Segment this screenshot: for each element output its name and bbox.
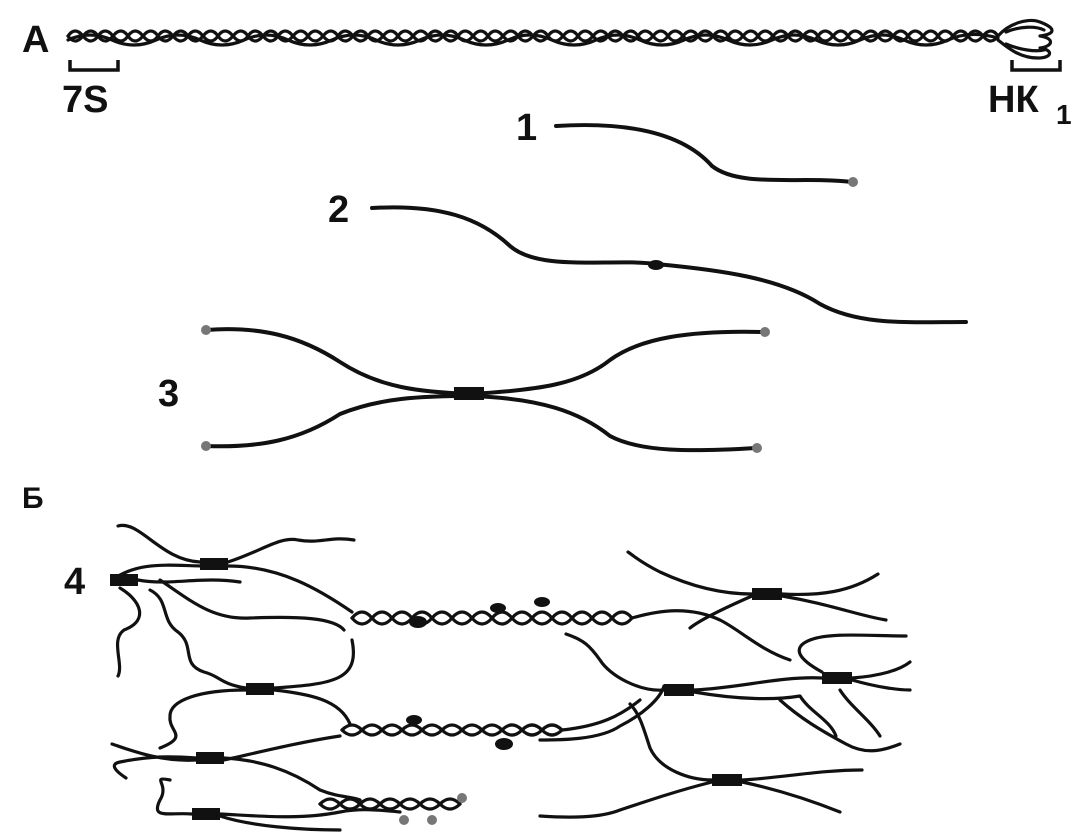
- form-2-dimer: 2: [328, 189, 966, 322]
- form-4-label: 4: [64, 561, 85, 603]
- nc1-dimer-cable: [342, 700, 640, 750]
- 7s-junction-block: [712, 774, 742, 786]
- network-chain: [782, 596, 886, 620]
- form-1-label: 1: [516, 107, 537, 149]
- network-chain: [160, 690, 246, 748]
- network-chain: [224, 758, 360, 800]
- 7s-domain-label: 7S: [62, 79, 108, 121]
- network-chain: [160, 580, 344, 630]
- tetramer-end-dot: [201, 441, 211, 451]
- network-chain: [799, 635, 906, 672]
- tetramer-arm-lower-left: [206, 396, 470, 446]
- 7s-junction-block: [454, 387, 484, 400]
- 7s-junction-block: [752, 588, 782, 600]
- dimer-chain: [372, 207, 966, 322]
- form-1-monomer: 1: [516, 107, 858, 187]
- network-chain: [782, 574, 878, 594]
- nc1-globular-domain: [998, 21, 1052, 58]
- form-3-label: 3: [158, 373, 179, 415]
- triple-helix-molecule: [68, 21, 1052, 58]
- 7s-junction-block: [664, 684, 694, 696]
- tetramer-arm-upper-left: [206, 329, 470, 394]
- nc1-label-main: НК: [988, 79, 1039, 121]
- panel-b-label: Б: [22, 482, 44, 515]
- network-chain: [852, 662, 910, 690]
- form-3-tetramer: 3: [158, 325, 770, 453]
- nc1-end-dot: [848, 177, 858, 187]
- network-chain: [228, 539, 354, 562]
- network-chain: [540, 782, 712, 817]
- network-chain: [742, 770, 862, 812]
- tetramer-arm-upper-right: [470, 332, 764, 394]
- 7s-domain-bracket: [70, 60, 118, 70]
- network-chain: [628, 552, 752, 594]
- network-chain: [118, 525, 200, 562]
- panel-a-label: А: [22, 19, 49, 61]
- tetramer-arm-lower-right: [470, 396, 756, 450]
- monomer-chain: [556, 125, 852, 182]
- nc1-dimer-cable: [352, 597, 790, 660]
- nc1-domain-bracket: [1012, 60, 1060, 70]
- network-chain: [220, 810, 400, 830]
- panel-b-network: Б 4: [22, 482, 910, 830]
- panel-a: А 7S НК 1: [22, 19, 1072, 130]
- network-chain: [112, 744, 196, 778]
- network-chain: [224, 736, 340, 760]
- 7s-junction-block: [246, 683, 274, 695]
- 7s-junction-block: [192, 808, 220, 820]
- network-chain: [274, 690, 350, 724]
- network-chain: [694, 678, 822, 690]
- nc1-junction-dot: [648, 260, 664, 270]
- tetramer-end-dot: [760, 327, 770, 337]
- nc1-domain-label: НК 1: [988, 79, 1072, 130]
- network-chain: [118, 588, 140, 676]
- network-chain: [840, 690, 880, 736]
- network-chain: [694, 692, 836, 736]
- network-chain: [566, 634, 664, 690]
- form-2-label: 2: [328, 189, 349, 231]
- tetramer-end-dot: [752, 443, 762, 453]
- network-chain: [228, 566, 352, 612]
- 7s-junction-block: [200, 558, 228, 570]
- network-chain: [780, 700, 900, 751]
- network-chain: [157, 779, 192, 814]
- network-chain: [274, 640, 353, 688]
- 7s-junction-block: [196, 752, 224, 764]
- tetramer-end-dot: [201, 325, 211, 335]
- nc1-label-subscript: 1: [1056, 99, 1072, 130]
- network-chain: [630, 704, 712, 780]
- 7s-junction-block: [822, 672, 852, 684]
